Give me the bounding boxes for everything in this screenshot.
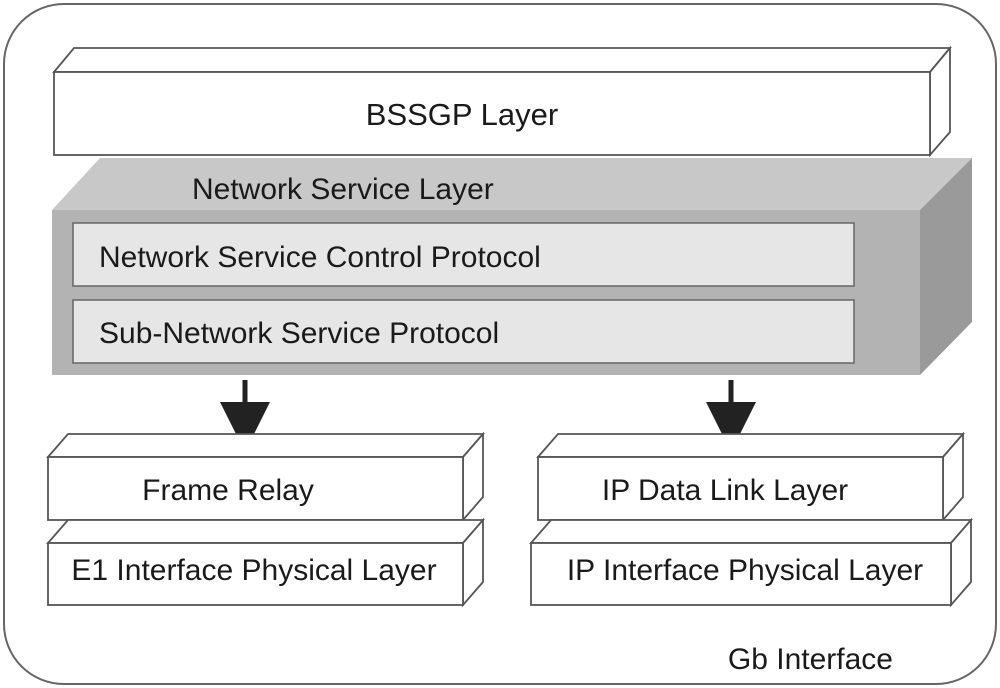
e1-physical-layer-label: E1 Interface Physical Layer <box>71 554 436 587</box>
network-service-layer-label: Network Service Layer <box>192 173 494 206</box>
snsp-label: Sub-Network Service Protocol <box>99 317 499 350</box>
network-service-layer-box: Network Service Layer Network Service Co… <box>52 158 972 375</box>
e1-physical-layer-box: E1 Interface Physical Layer <box>46 517 485 608</box>
bssgp-layer-box: BSSGP Layer <box>52 45 952 158</box>
ip-physical-layer-label: IP Interface Physical Layer <box>567 554 923 587</box>
nscp-label: Network Service Control Protocol <box>99 241 541 274</box>
snsp-box: Sub-Network Service Protocol <box>72 299 855 364</box>
frame-relay-box: Frame Relay <box>46 431 485 523</box>
ip-data-link-layer-label: IP Data Link Layer <box>602 474 848 507</box>
ip-physical-layer-box: IP Interface Physical Layer <box>529 517 973 608</box>
bssgp-layer-label: BSSGP Layer <box>366 97 558 132</box>
gb-interface-caption: Gb Interface <box>728 643 893 676</box>
nscp-box: Network Service Control Protocol <box>72 222 855 287</box>
ip-data-link-layer-box: IP Data Link Layer <box>536 431 965 523</box>
frame-relay-label: Frame Relay <box>142 474 314 507</box>
